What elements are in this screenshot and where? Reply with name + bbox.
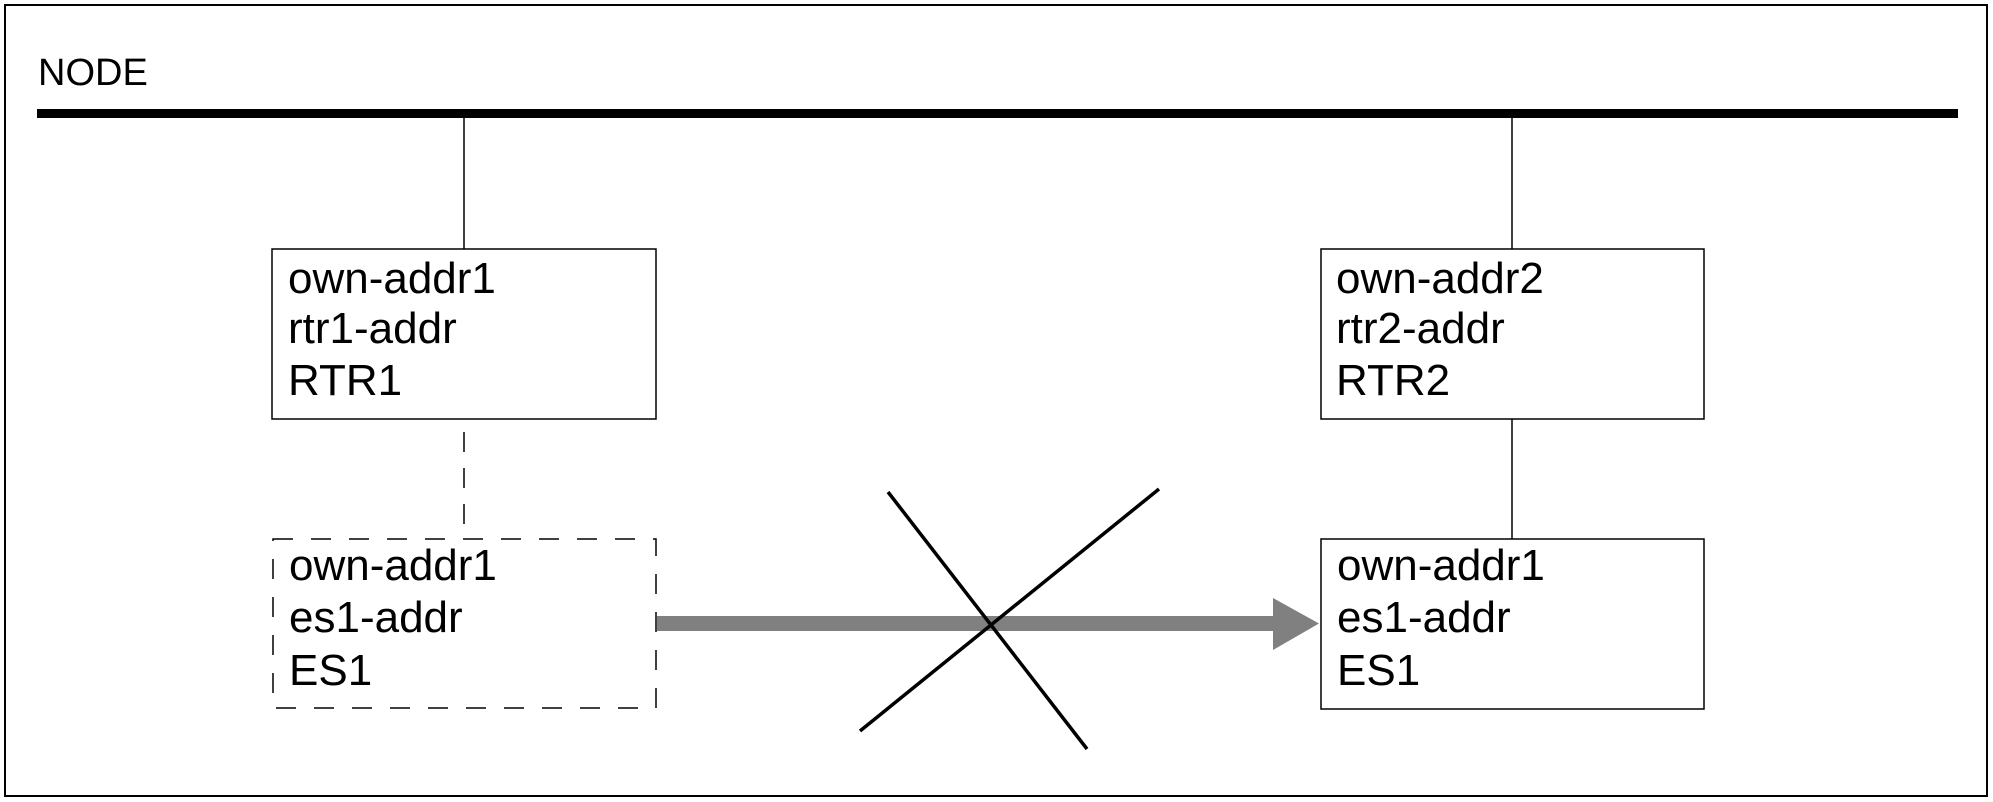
box-rtr2-frame	[1320, 248, 1705, 420]
box-rtr2-line-1: own-addr2	[1336, 254, 1544, 303]
box-rtr1-line-1: own-addr1	[288, 254, 496, 303]
box-rtr2-line-3: RTR2	[1336, 356, 1450, 405]
migration-arrow-head	[1273, 598, 1319, 650]
box-es1-new-line-2: es1-addr	[1337, 593, 1511, 642]
migration-arrow-shaft	[657, 616, 1274, 631]
cross-stroke-1	[886, 490, 1089, 751]
box-es1-old-line-2: es1-addr	[289, 593, 463, 642]
box-es1-old-line-1: own-addr1	[289, 541, 497, 590]
box-rtr1-line-2: rtr1-addr	[288, 304, 457, 353]
box-rtr1-frame	[271, 248, 657, 420]
box-rtr1-line-3: RTR1	[288, 356, 402, 405]
box-es1-new-line-1: own-addr1	[1337, 541, 1545, 590]
migration-arrow	[657, 598, 1319, 650]
box-es1-old-line-3: ES1	[289, 646, 372, 695]
box-es1-new-frame	[1320, 538, 1705, 710]
node-bus-line	[37, 109, 1958, 118]
box-es1-new: own-addr1 es1-addr ES1	[1320, 538, 1705, 710]
node-label: NODE	[38, 52, 148, 94]
blocked-cross-icon	[858, 487, 1161, 751]
box-es1-old-frame	[272, 538, 657, 709]
cross-stroke-2	[858, 487, 1161, 733]
box-rtr2-line-2: rtr2-addr	[1336, 304, 1505, 353]
box-es1-old: own-addr1 es1-addr ES1	[272, 538, 657, 709]
box-es1-new-line-3: ES1	[1337, 646, 1420, 695]
box-rtr1: own-addr1 rtr1-addr RTR1	[271, 248, 657, 420]
box-rtr2: own-addr2 rtr2-addr RTR2	[1320, 248, 1705, 420]
